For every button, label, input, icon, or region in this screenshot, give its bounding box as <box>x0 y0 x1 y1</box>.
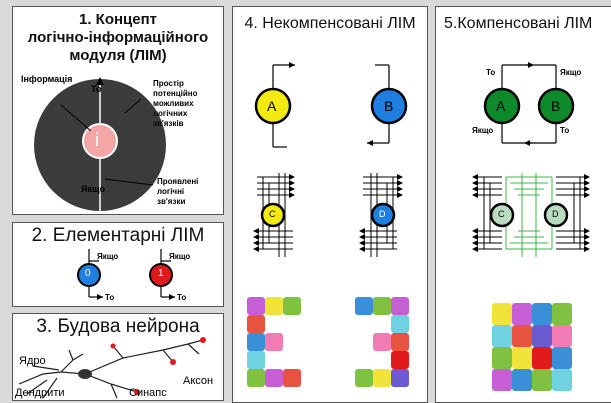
node-a <box>254 87 292 125</box>
puzzle-icon <box>355 297 415 393</box>
bus-c <box>257 173 293 257</box>
space-line-2: потенційно <box>153 89 198 98</box>
panel-concept: 1. Концепт логічно-інформаційного модуля… <box>12 6 224 215</box>
label-dendrites: Дендрити <box>15 387 65 399</box>
space-line-5: зв'язків <box>153 119 184 128</box>
node-b <box>537 87 575 125</box>
node-d-label: D <box>379 209 386 219</box>
panel-uncompensated-title: 4. Некомпенсовані ЛІМ <box>244 15 416 32</box>
soma <box>78 369 92 379</box>
info-pointer <box>60 104 92 132</box>
title-line-3: модуля (ЛІМ) <box>69 47 167 64</box>
links-pointer <box>104 178 154 186</box>
panel-uncompensated: 4. Некомпенсовані ЛІМ <box>232 6 428 403</box>
panel-compensated: 5.Компенсовані ЛІМ <box>435 6 611 403</box>
manifest-line-1: Проявлені <box>157 177 199 186</box>
space-pointer <box>124 98 142 114</box>
panel-concept-title: 1. Концепт логічно-інформаційного модуля… <box>13 11 223 65</box>
title-line-2: логічно-інформаційного <box>27 29 209 46</box>
label-synapse: Синапс <box>129 387 167 399</box>
label-info: Інформація <box>21 74 73 84</box>
panel-compensated-title: 5.Компенсовані ЛІМ <box>444 15 593 32</box>
label-to: То <box>91 84 102 94</box>
node-b <box>370 87 408 125</box>
panel-elementary: 2. Елементарні ЛІМ 0 1 Якщо То Якщо То <box>12 222 224 307</box>
uncompensated-diagram <box>253 62 408 257</box>
panel-neuron-title: 3. Будова нейрона <box>36 316 200 337</box>
label-space: Простір потенційно можливих логічних зв'… <box>153 79 198 129</box>
node-d <box>543 202 569 228</box>
title-line-1: 1. Концепт <box>78 11 158 28</box>
puzzle-icon <box>492 303 572 391</box>
space-line-4: логічних <box>153 109 188 118</box>
node-blue-label: 0 <box>85 268 91 279</box>
node-c <box>260 202 286 228</box>
info-core <box>82 123 118 159</box>
node-a-label: A <box>267 98 277 114</box>
label-to-left: То <box>486 68 496 77</box>
node-b-label: B <box>384 98 394 114</box>
node-d-label: D <box>552 209 559 219</box>
red-if: Якщо <box>169 252 191 261</box>
node-a-label: A <box>496 98 506 114</box>
node-c-label: C <box>269 209 276 219</box>
node-c <box>489 202 515 228</box>
node-red-label: 1 <box>158 268 164 279</box>
label-if-right: Якщо <box>560 68 582 77</box>
space-line-1: Простір <box>153 79 184 88</box>
arrow-up-icon <box>96 77 104 85</box>
node-b-label: B <box>551 98 561 114</box>
label-axon: Аксон <box>183 375 214 387</box>
manifest-line-2: логічні <box>157 187 185 196</box>
label-core: Ядро <box>19 355 46 367</box>
blue-if: Якщо <box>97 252 119 261</box>
blue-to: То <box>105 293 115 302</box>
center-letter: і <box>95 130 99 150</box>
label-if: Якщо <box>81 184 105 194</box>
label-manifest: Проявлені логічні зв'язки <box>157 177 198 207</box>
red-to: То <box>177 293 187 302</box>
neuron-icon <box>18 337 206 399</box>
concept-diagram <box>34 77 166 211</box>
compensated-diagram <box>472 62 590 257</box>
node-c-label: C <box>498 209 505 219</box>
panel-neuron: 3. Будова нейрона Ядро Аксон Дендрити Си… <box>12 313 224 401</box>
node-blue <box>77 263 101 287</box>
node-a <box>483 87 521 125</box>
label-to-right: То <box>560 126 570 135</box>
space-line-3: можливих <box>153 99 194 108</box>
node-d <box>370 202 396 228</box>
puzzle-icon <box>247 297 307 393</box>
elementary-diagram <box>77 249 175 300</box>
panel-elementary-title: 2. Елементарні ЛІМ <box>31 225 205 246</box>
label-if-left: Якщо <box>472 126 494 135</box>
manifest-line-3: зв'язки <box>157 197 186 206</box>
node-red <box>149 263 173 287</box>
